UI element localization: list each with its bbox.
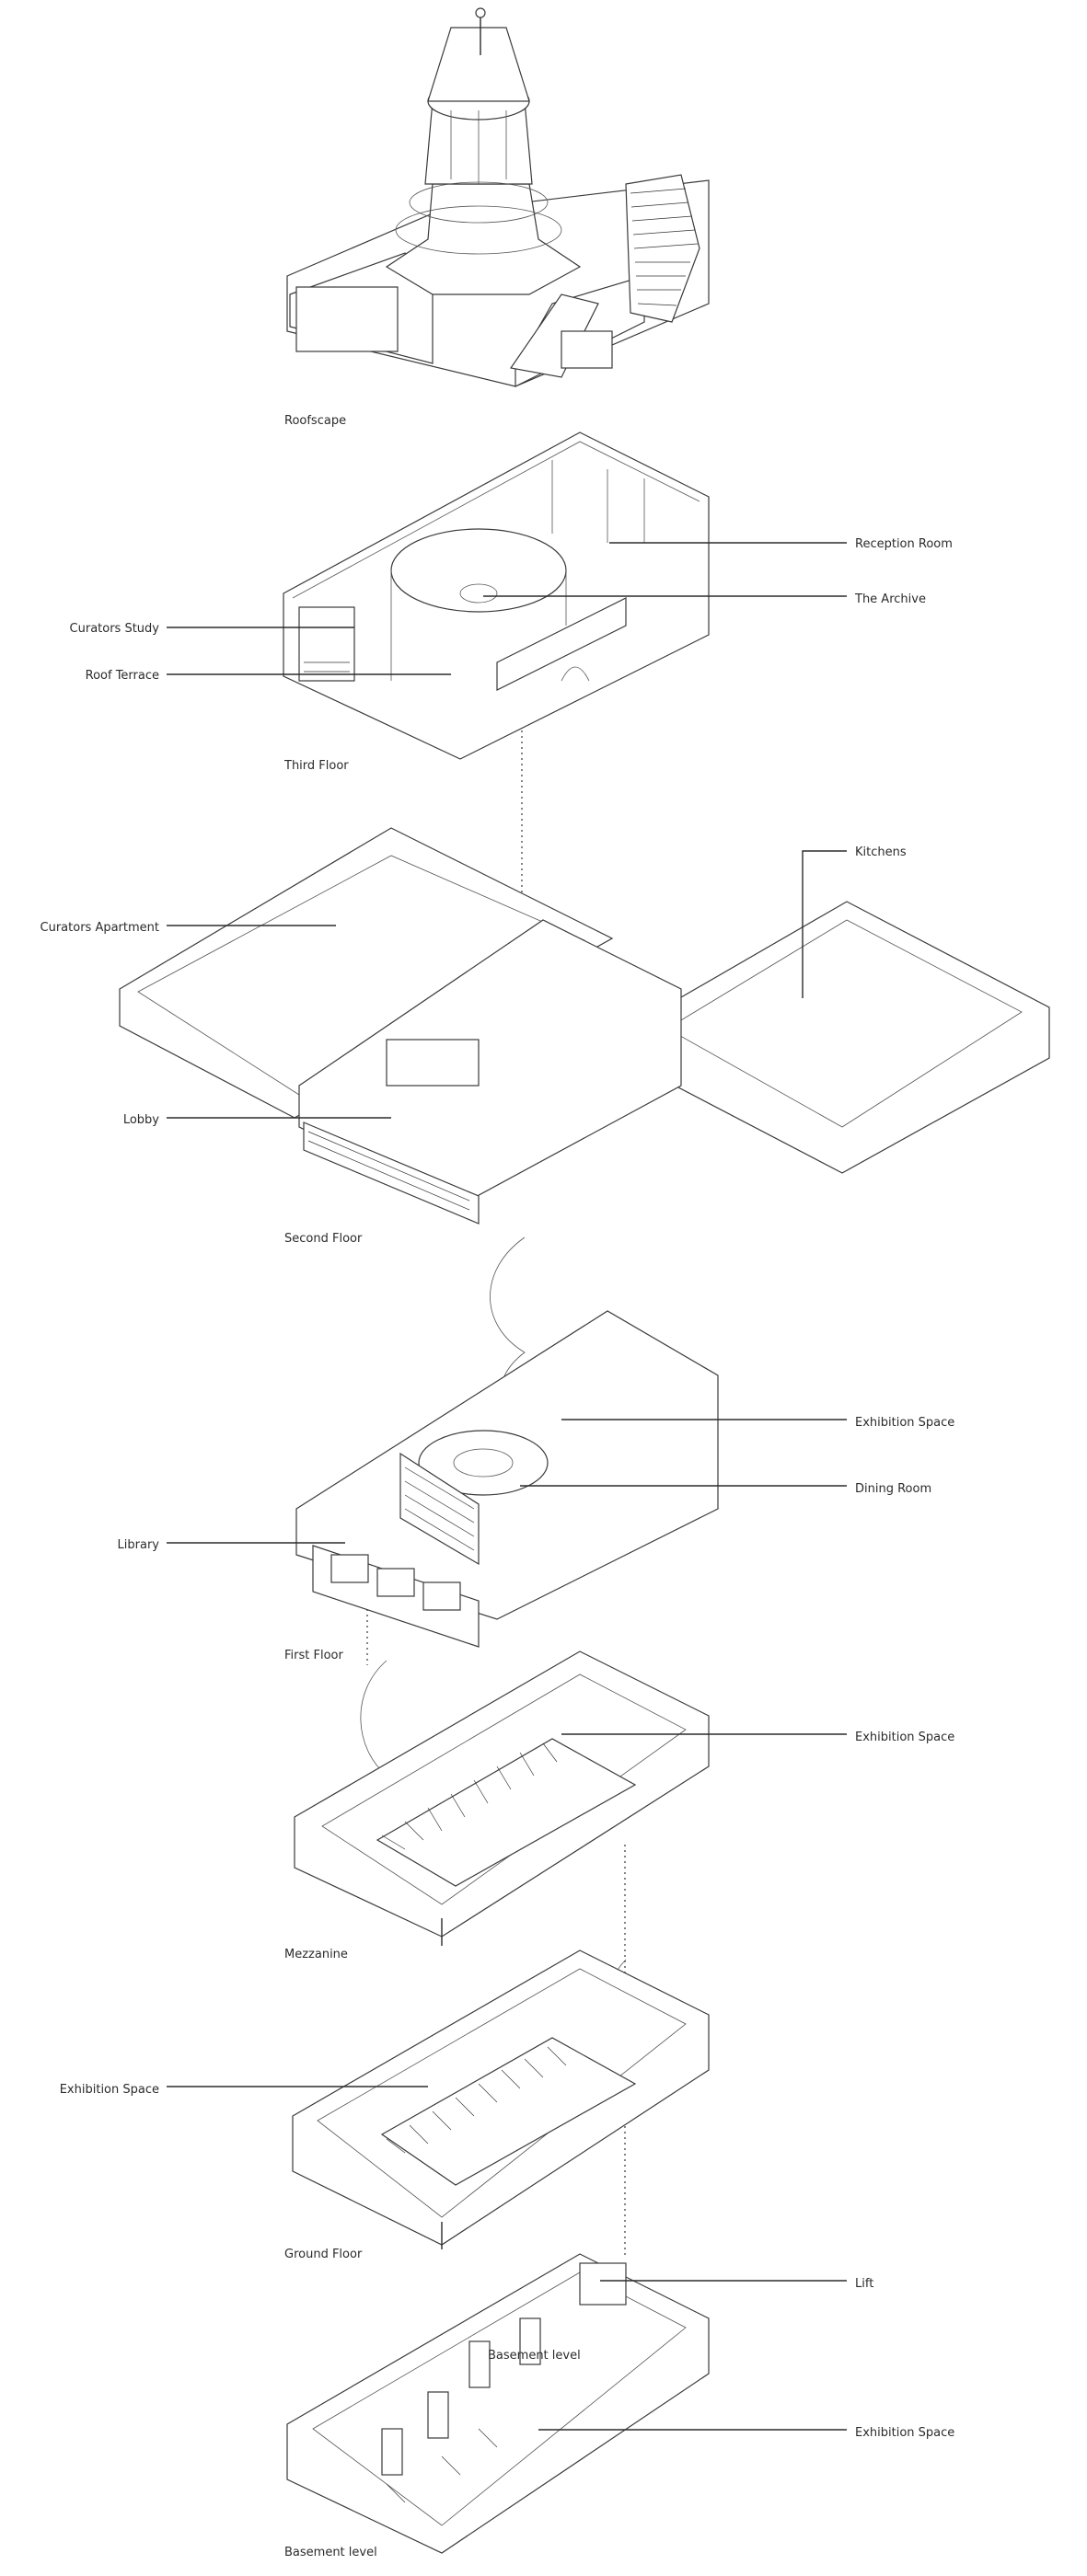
floor-caption-ground: Ground Floor [284,2248,363,2261]
floor-caption-second: Second Floor [284,1232,363,1246]
ground-floor-drawing [292,1949,710,2249]
first-floor-drawing [295,1236,719,1648]
svg-text:Curators Study: Curators Study [70,622,160,636]
label-kitchens: Kitchens [802,845,907,998]
label-dining-room: Dining Room [520,1482,931,1496]
svg-text:The Archive: The Archive [854,592,926,606]
label-exhibition-space-ground: Exhibition Space [60,2083,428,2097]
svg-text:Reception Room: Reception Room [855,537,953,551]
roofscape-drawing [286,7,710,387]
floor-caption-roofscape: Roofscape [284,414,346,428]
svg-text:Roof Terrace: Roof Terrace [86,669,159,683]
svg-text:Dining Room: Dining Room [855,1482,931,1496]
second-floor-drawing [119,827,1050,1225]
basement-drawing [286,2253,710,2554]
label-curators-study: Curators Study [70,622,354,636]
label-the-archive: The Archive [483,592,926,606]
label-lobby: Lobby [123,1113,391,1127]
label-curators-apartment: Curators Apartment [40,921,336,935]
label-roof-terrace: Roof Terrace [86,669,451,683]
svg-text:Exhibition Space: Exhibition Space [60,2083,159,2097]
label-lift: Lift [600,2277,873,2291]
svg-text:Lift: Lift [855,2277,873,2291]
svg-text:Exhibition Space: Exhibition Space [855,2426,954,2440]
basement-inner-caption: Basement level [488,2349,581,2363]
label-reception-room: Reception Room [609,537,953,551]
svg-text:Lobby: Lobby [123,1113,159,1127]
svg-text:Exhibition Space: Exhibition Space [855,1731,954,1744]
svg-text:Library: Library [118,1538,160,1552]
label-library: Library [118,1538,345,1552]
label-exhibition-space-basement: Exhibition Space [538,2426,954,2440]
floor-caption-third: Third Floor [283,759,349,773]
floor-caption-mezzanine: Mezzanine [284,1948,348,1961]
floor-caption-basement: Basement level [284,2546,377,2559]
svg-text:Kitchens: Kitchens [855,845,907,859]
label-exhibition-space-first: Exhibition Space [561,1416,954,1430]
floor-caption-first: First Floor [284,1649,343,1662]
label-exhibition-space-mezzanine: Exhibition Space [561,1731,954,1744]
svg-text:Exhibition Space: Exhibition Space [855,1416,954,1430]
svg-text:Curators Apartment: Curators Apartment [40,921,159,935]
mezzanine-drawing [294,1650,710,1946]
